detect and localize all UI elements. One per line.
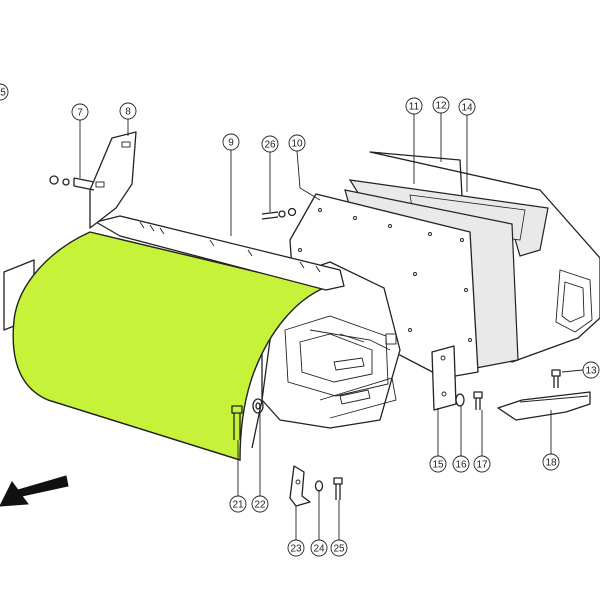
svg-text:18: 18 [545,458,557,469]
svg-text:10: 10 [291,139,303,150]
mounting-bracket [89,131,137,229]
svg-text:15: 15 [432,460,444,471]
svg-text:23: 23 [290,544,302,555]
svg-text:22: 22 [254,500,266,511]
svg-text:5: 5 [0,88,6,99]
svg-text:21: 21 [232,500,244,511]
washer-24 [314,480,324,492]
svg-text:9: 9 [228,138,234,149]
highlighted-drum-cover [12,231,327,461]
fastener-bolt-21 [231,405,243,440]
callout-13: 13 [582,361,600,379]
callout-7: 7 [71,103,89,121]
svg-text:12: 12 [435,101,447,112]
svg-text:17: 17 [476,460,488,471]
svg-text:11: 11 [409,102,420,113]
bolt-17 [473,391,483,410]
svg-text:26: 26 [264,140,276,151]
arrow-down-left-icon [0,475,69,507]
fastener-bolt-7 [49,175,95,191]
callout-14: 14 [458,98,476,116]
washer-22 [252,398,264,414]
leader-lines [79,113,584,540]
callout-8: 8 [119,102,137,120]
callout-25: 25 [330,539,348,557]
callout-16: 16 [452,455,470,473]
fastener-bolt-26 [261,207,297,220]
bolt-25 [333,477,343,500]
callout-5: 5 [0,83,9,101]
svg-text:14: 14 [461,103,473,114]
callout-18: 18 [542,453,560,471]
svg-text:8: 8 [125,107,131,118]
callout-12: 12 [432,96,450,114]
callout-24: 24 [310,539,328,557]
callout-11: 11 [405,97,423,115]
svg-text:7: 7 [77,108,83,119]
callout-21: 21 [229,495,247,513]
callout-26: 26 [261,135,279,153]
angle-bracket-23 [289,465,311,507]
callout-22: 22 [251,495,269,513]
svg-text:24: 24 [313,544,325,555]
callout-23: 23 [287,539,305,557]
callout-17: 17 [473,455,491,473]
angle-bracket-15 [431,345,457,411]
top-channel-strip [95,215,345,291]
callout-10: 10 [288,134,306,152]
bolt-13 [551,369,561,388]
callout-15: 15 [429,455,447,473]
svg-text:25: 25 [333,544,345,555]
callouts: 7 8 9 26 10 11 12 14 13 15 16 17 18 21 2… [0,83,600,557]
callout-9: 9 [222,133,240,151]
svg-text:13: 13 [585,366,597,377]
washer-16 [455,393,465,407]
support-plate-18 [497,391,591,421]
svg-text:16: 16 [455,460,467,471]
